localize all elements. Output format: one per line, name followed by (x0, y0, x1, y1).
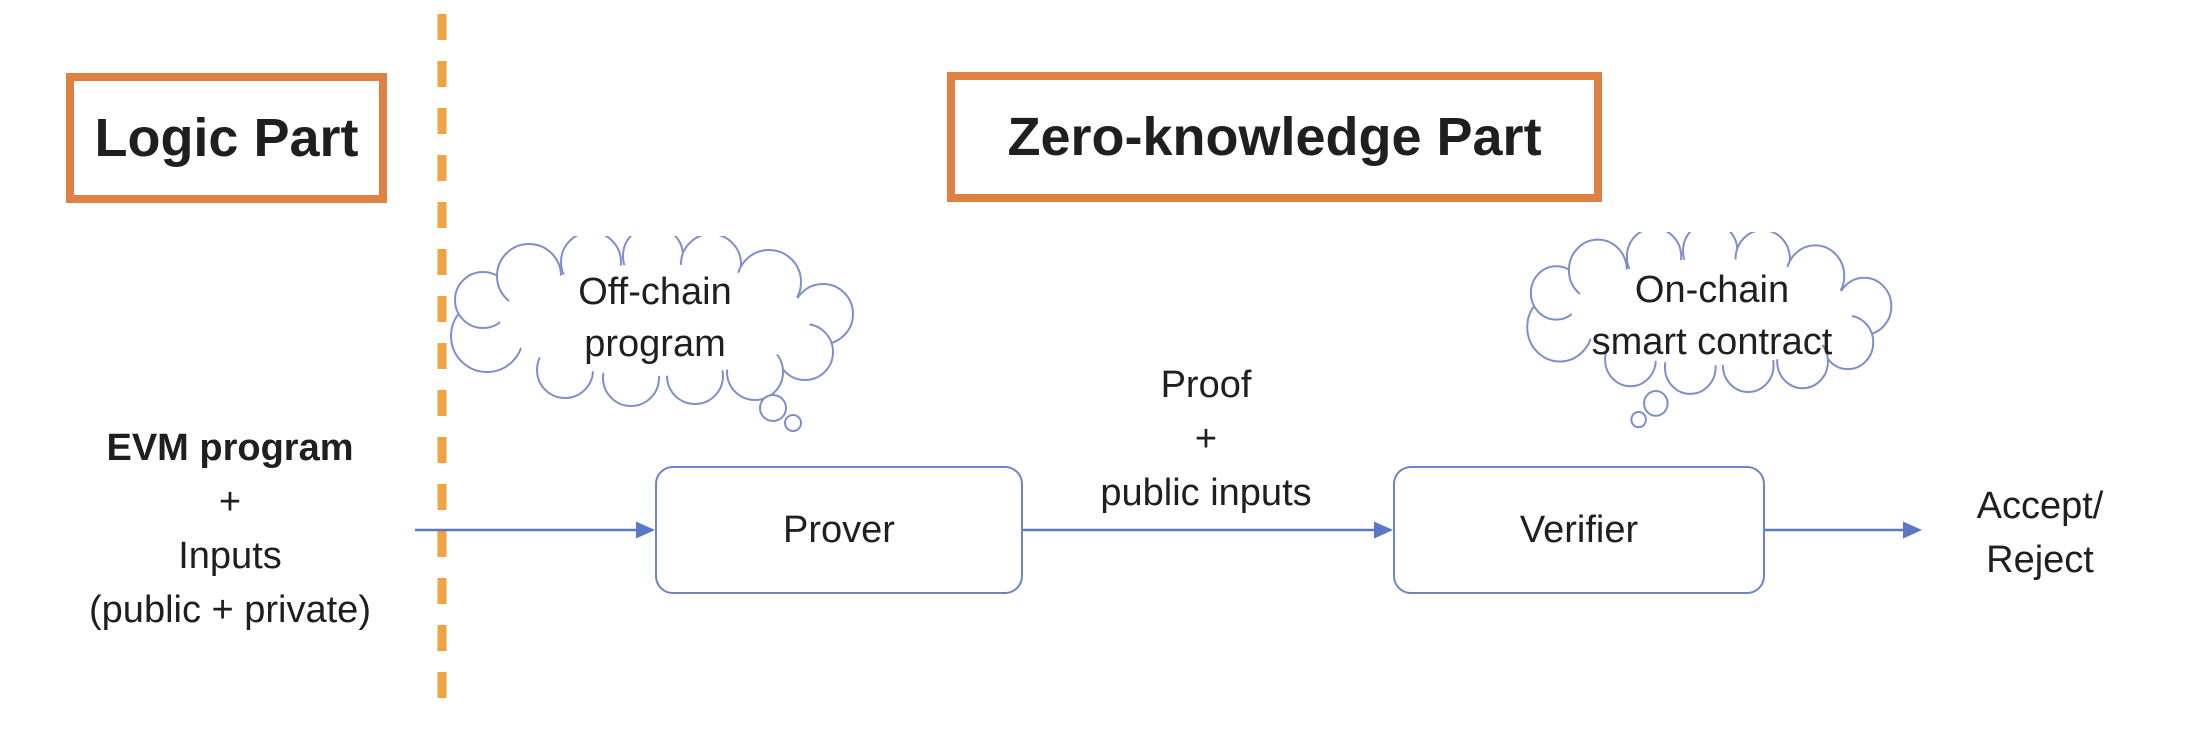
onchain-cloud-line1: On-chain (1634, 269, 1790, 311)
offchain-cloud-line1: Off-chain (578, 271, 732, 313)
zero-knowledge-part-title: Zero-knowledge Part (1007, 107, 1542, 167)
verifier-node: Verifier (1393, 466, 1765, 594)
onchain-cloud-shape (1520, 232, 1904, 432)
reject-line: Reject (1986, 539, 2094, 581)
input-arrow (415, 521, 655, 539)
evm-input-line4: (public + private) (89, 589, 371, 631)
proof-label-line3: public inputs (1100, 472, 1312, 514)
logic-part-title: Logic Part (94, 108, 359, 168)
zero-knowledge-part-label-box: Zero-knowledge Part (947, 72, 1602, 202)
verifier-label: Verifier (1519, 508, 1639, 551)
output-arrow (1765, 521, 1922, 539)
onchain-thought-cloud: On-chain smart contract (1520, 232, 1904, 432)
accept-reject-label: Accept/ Reject (1930, 479, 2150, 587)
prover-node: Prover (655, 466, 1023, 594)
offchain-cloud-line2: program (584, 323, 726, 365)
evm-input-line3: Inputs (178, 535, 282, 577)
offchain-thought-cloud: Off-chain program (443, 236, 867, 446)
proof-label-line2: + (1194, 418, 1218, 460)
evm-input-label: EVM program + Inputs (public + private) (30, 421, 430, 637)
logic-part-label-box: Logic Part (66, 73, 387, 203)
proof-label-line1: Proof (1160, 364, 1252, 406)
evm-input-line1: EVM program (106, 427, 354, 469)
onchain-cloud-line2: smart contract (1591, 321, 1833, 363)
offchain-cloud-shape (450, 236, 854, 432)
proof-public-inputs-label: Proof + public inputs (1036, 358, 1376, 520)
prover-to-verifier-arrow (1023, 521, 1393, 539)
evm-input-line2: + (218, 481, 242, 523)
prover-label: Prover (783, 508, 895, 551)
accept-line: Accept/ (1976, 485, 2104, 527)
